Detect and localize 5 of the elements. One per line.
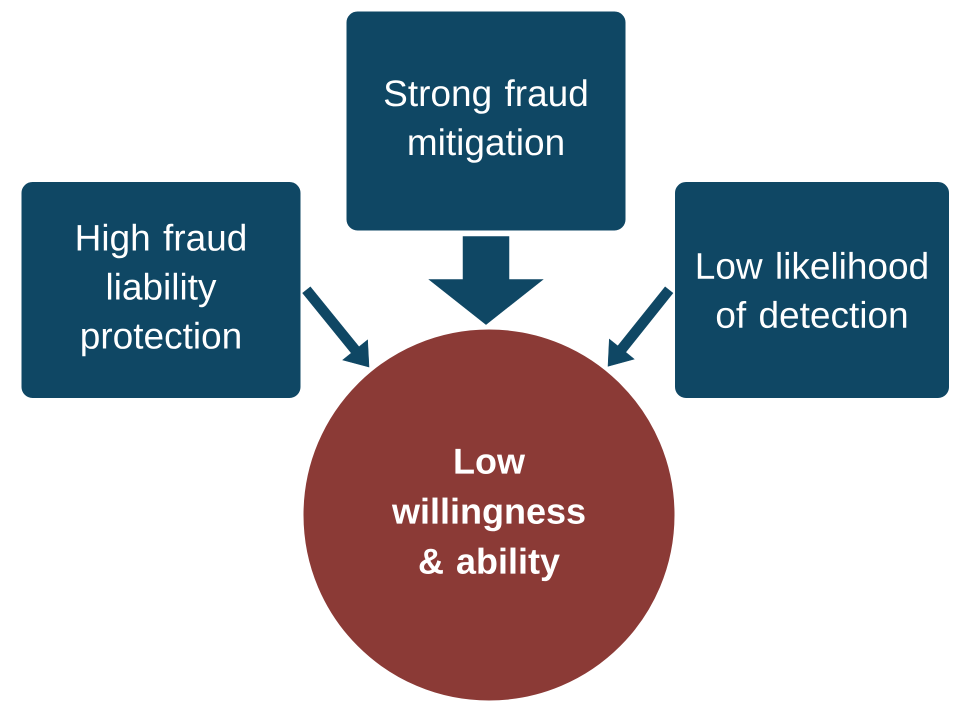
process-box: Low likelihood of detection xyxy=(669,176,953,404)
process-box: Strong fraud mitigation xyxy=(340,6,632,236)
block-arrow xyxy=(302,286,370,368)
block-arrow xyxy=(428,236,544,325)
block-arrow xyxy=(608,286,674,366)
